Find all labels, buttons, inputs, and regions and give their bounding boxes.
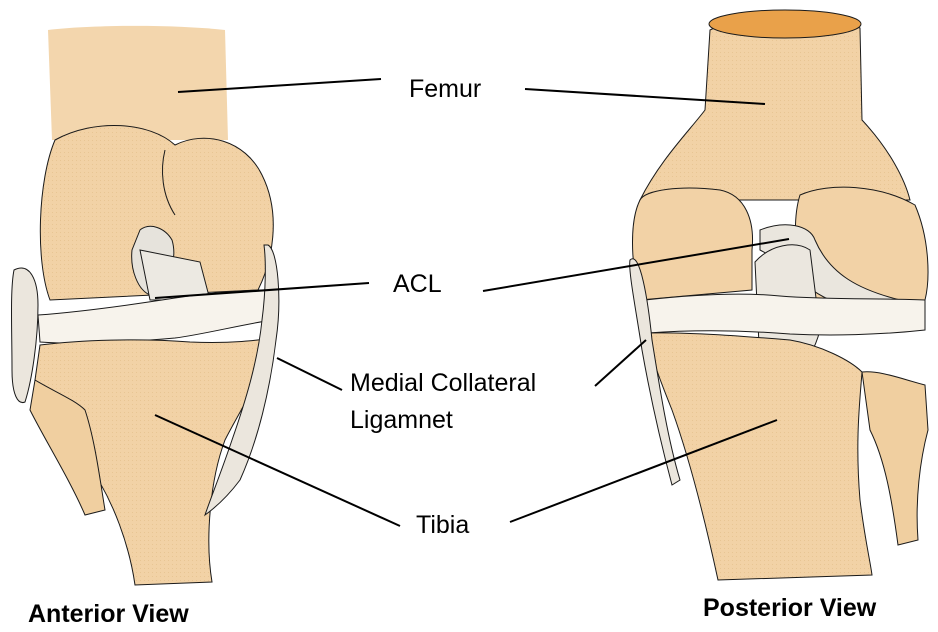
anterior-knee xyxy=(12,26,279,585)
posterior-view-caption: Posterior View xyxy=(703,594,876,623)
posterior-femur-condyles xyxy=(633,188,753,300)
mcl-leader-left xyxy=(277,358,342,390)
posterior-femur-shaft xyxy=(640,17,910,200)
tibia-label: Tibia xyxy=(416,511,469,540)
anterior-femur-shaft xyxy=(48,26,228,140)
posterior-meniscus xyxy=(645,294,925,335)
posterior-fibula xyxy=(862,372,928,545)
posterior-femur-cut xyxy=(709,10,861,38)
femur-label: Femur xyxy=(409,75,481,104)
anterior-view-caption: Anterior View xyxy=(28,600,189,629)
mcl-leader-right xyxy=(595,340,646,386)
anterior-lateral-ligament xyxy=(12,268,39,402)
acl-label: ACL xyxy=(393,270,442,299)
posterior-knee xyxy=(630,10,928,580)
mcl-label-line2: Ligamnet xyxy=(350,406,453,435)
mcl-label-line1: Medial Collateral xyxy=(350,369,536,398)
